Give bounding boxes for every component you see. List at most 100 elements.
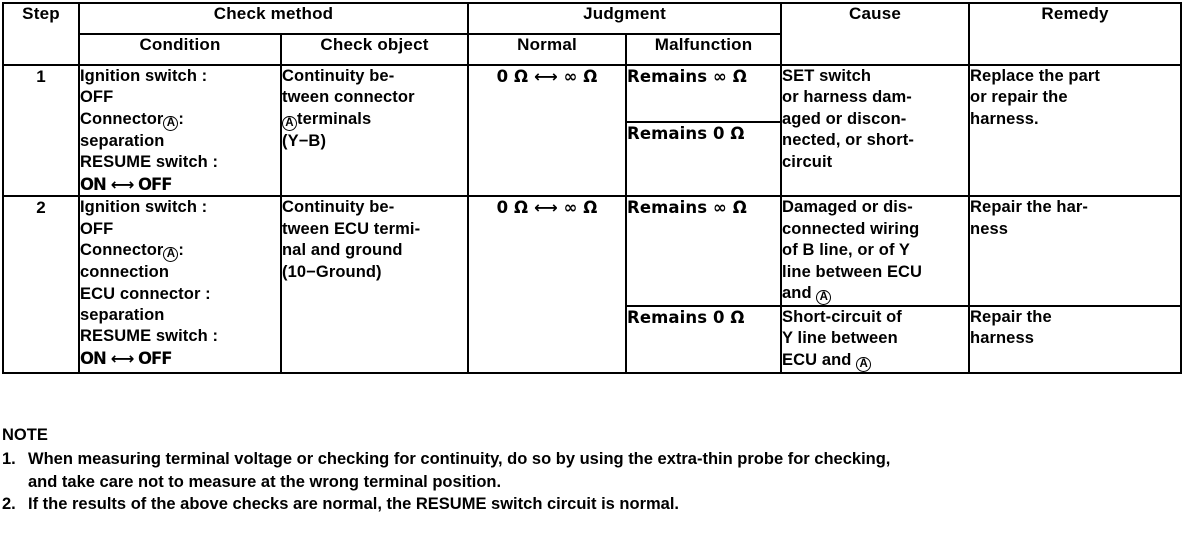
header-normal: Normal	[467, 33, 628, 66]
condition-line: separation	[80, 305, 165, 324]
condition-connector-suffix: :	[178, 241, 185, 260]
note-item-text: When measuring terminal voltage or check…	[28, 448, 1180, 493]
header-row-primary: Step Check method Judgment Cause Remedy	[2, 2, 1183, 66]
note-item: 2. If the results of the above checks ar…	[2, 493, 1180, 515]
remedy-line: Replace the part	[970, 67, 1101, 85]
circled-a-icon: A	[816, 289, 832, 305]
cell-cause: Short-circuit of Y line between ECU and …	[780, 304, 971, 374]
note-line: If the results of the above checks are n…	[28, 495, 680, 514]
remedy-line: Repair the har-	[970, 198, 1088, 217]
condition-connector-label: Connector	[80, 109, 164, 128]
header-malfunction: Malfunction	[625, 33, 783, 66]
check-object-line: Continuity be-	[282, 198, 395, 217]
remedy-line: harness.	[970, 109, 1039, 128]
cell-cause: SET switch or harness dam- aged or disco…	[780, 63, 971, 198]
condition-line: separation	[80, 131, 165, 150]
cell-malfunction: Remains ∞ Ω	[625, 195, 783, 307]
cause-line: SET switch	[782, 67, 872, 85]
note-item-number: 1.	[2, 450, 16, 469]
normal-value: 0 Ω ⟷ ∞ Ω	[496, 67, 598, 86]
header-row-secondary: Condition Check object Normal Malfunctio…	[3, 33, 1181, 66]
circled-a-icon: A	[856, 356, 872, 372]
condition-line: ON ⟷ OFF	[80, 348, 173, 368]
note-title: NOTE	[2, 426, 48, 444]
condition-line: Ignition switch :	[80, 67, 208, 85]
condition-connector-suffix: :	[178, 109, 185, 128]
condition-line: OFF	[80, 88, 114, 107]
cell-remedy: Replace the part or repair the harness.	[968, 63, 1183, 198]
check-object-line: nal and ground	[282, 241, 403, 260]
note-item: 1. When measuring terminal voltage or ch…	[2, 448, 1180, 493]
note-item-number: 2.	[2, 495, 16, 514]
remedy-line: harness	[970, 329, 1035, 348]
cause-line: of B line, or of Y	[782, 241, 911, 260]
malfunction-value: Remains ∞ Ω	[627, 198, 747, 218]
cell-malfunction: Remains 0 Ω	[625, 304, 783, 374]
header-check-object: Check object	[279, 33, 470, 66]
cell-normal: 0 Ω ⟷ ∞ Ω	[467, 195, 628, 374]
cell-remedy: Repair the har- ness	[968, 195, 1183, 307]
cause-line: circuit	[782, 152, 833, 171]
circled-a-icon: A	[163, 115, 179, 131]
header-condition: Condition	[78, 33, 282, 66]
table-header: Step Check method Judgment Cause Remedy …	[2, 2, 1183, 66]
cause-line: connected wiring	[782, 219, 920, 238]
remedy-line: or repair the	[970, 88, 1068, 107]
cause-line: nected, or short-	[782, 131, 914, 150]
cell-malfunction: Remains 0 Ω	[625, 121, 783, 198]
step-number: 1	[36, 67, 46, 86]
circled-a-icon: A	[282, 115, 297, 131]
note-line: When measuring terminal voltage or check…	[28, 450, 891, 469]
check-object-line: (10−Ground)	[282, 262, 382, 281]
cause-line: or harness dam-	[782, 88, 912, 107]
check-object-terminals-label: terminals	[297, 109, 372, 128]
note-line: and take care not to measure at the wron…	[28, 472, 502, 491]
cell-step: 1	[2, 63, 80, 198]
circled-a-icon: A	[163, 247, 179, 263]
malfunction-value: Remains ∞ Ω	[627, 67, 747, 86]
header-cause: Cause	[780, 2, 971, 66]
cell-cause: Damaged or dis- connected wiring of B li…	[780, 195, 971, 307]
table-row: Remains 0 Ω	[3, 121, 1181, 198]
cell-check-object: Continuity be- tween ECU termi- nal and …	[279, 195, 470, 374]
check-object-line: tween ECU termi-	[282, 219, 421, 238]
condition-line: RESUME switch :	[80, 153, 219, 172]
header-step: Step	[2, 2, 80, 66]
header-remedy: Remedy	[968, 2, 1183, 66]
condition-line: ON ⟷ OFF	[80, 174, 173, 194]
malfunction-value: Remains 0 Ω	[627, 124, 745, 144]
cause-line: aged or discon-	[782, 109, 907, 128]
cause-line-text: ECU and	[782, 350, 852, 369]
header-check-method: Check method	[77, 2, 470, 35]
note-section: NOTE 1. When measuring terminal voltage …	[2, 424, 1180, 516]
cell-remedy: Repair the harness	[968, 304, 1183, 374]
malfunction-value: Remains 0 Ω	[627, 307, 745, 327]
header-judgment: Judgment	[467, 2, 783, 35]
diagnostic-check-table: Step Check method Judgment Cause Remedy …	[2, 2, 1183, 374]
note-item-text: If the results of the above checks are n…	[28, 493, 1180, 515]
check-object-line: (Y−B)	[282, 131, 327, 150]
cause-line: Y line between	[782, 329, 898, 348]
cause-line-with-circle: and A	[782, 283, 968, 305]
condition-line: RESUME switch :	[80, 327, 219, 346]
step-number: 2	[36, 198, 46, 218]
cause-line-text: and	[782, 283, 812, 302]
table-row: Remains 0 Ω Short-circuit of Y line betw…	[3, 304, 1183, 374]
cause-line-with-circle: ECU and A	[782, 350, 968, 372]
cell-malfunction: Remains ∞ Ω	[625, 63, 783, 124]
check-object-line: Continuity be-	[282, 67, 395, 85]
check-object-line: tween connector	[282, 88, 415, 107]
cause-line: Short-circuit of	[782, 307, 902, 326]
cause-line: Damaged or dis-	[782, 198, 913, 217]
cause-line: line between ECU	[782, 262, 923, 281]
